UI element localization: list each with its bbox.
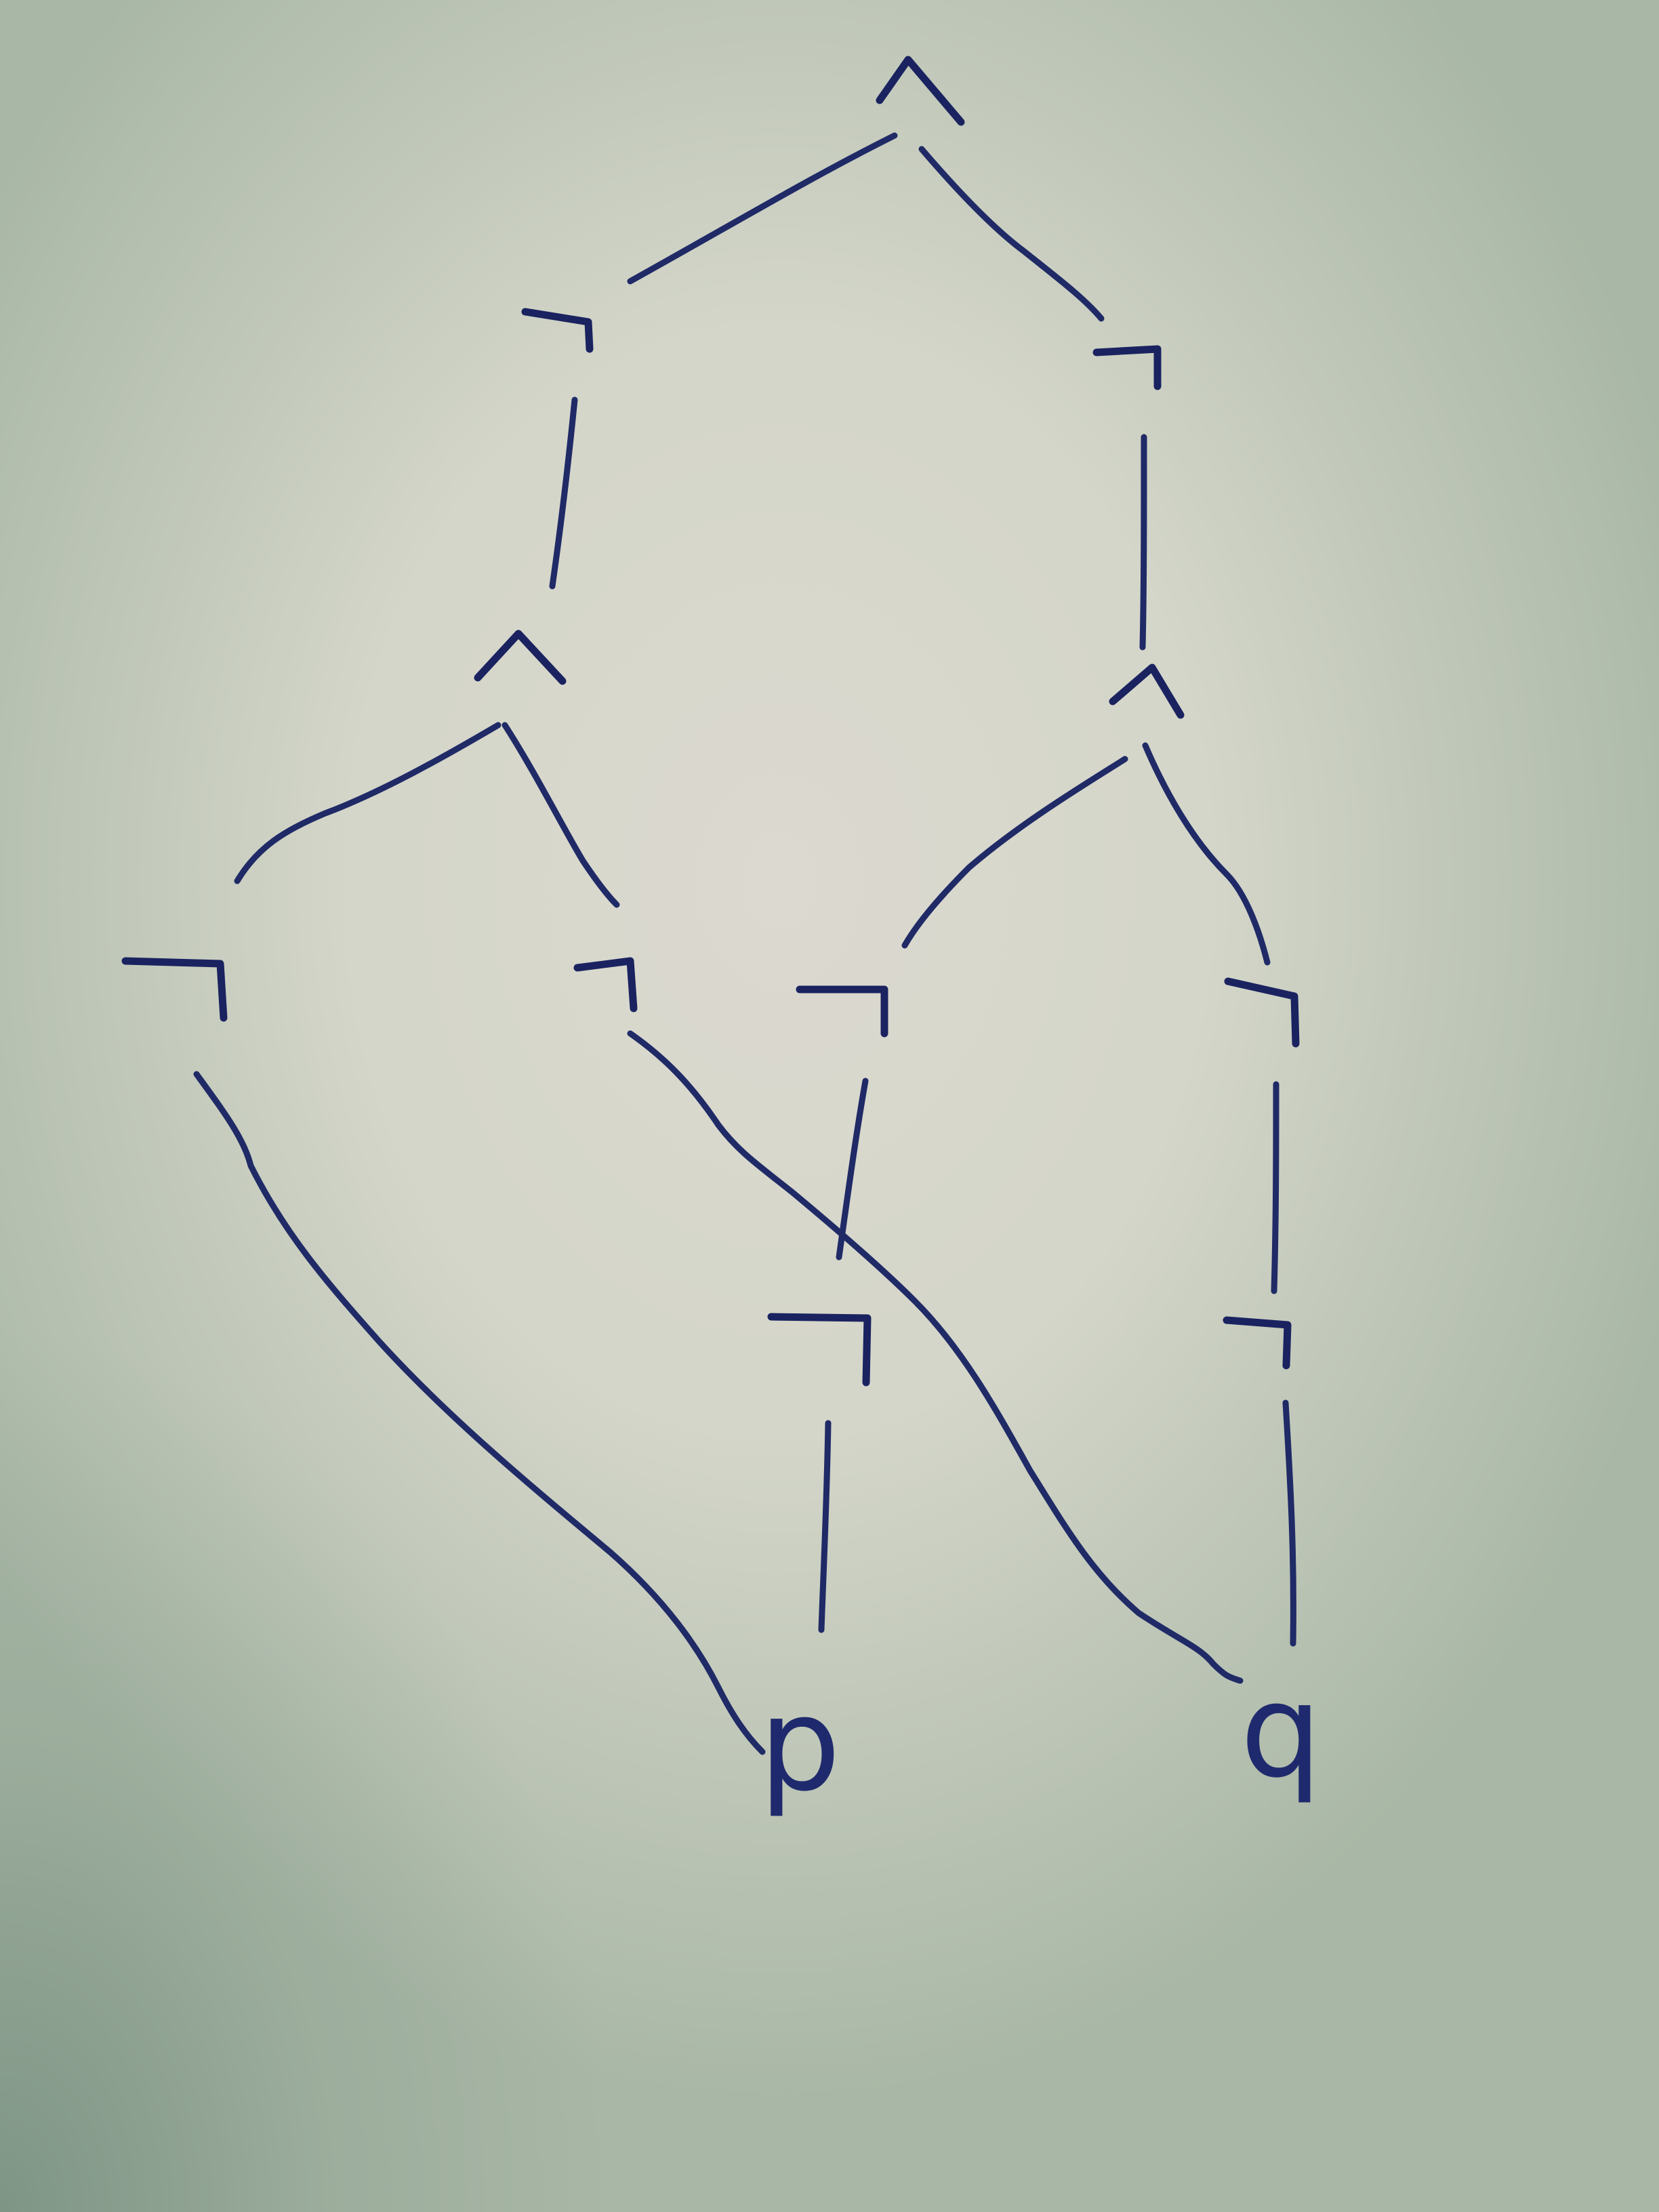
node-not-rr (1224, 977, 1300, 1048)
atom-q-label: q (1240, 1656, 1322, 1806)
edge-and-right-not-rl (901, 756, 1128, 949)
edge-not-lr-atom-q (627, 1030, 1244, 1684)
edge-not-left-and-left (549, 396, 578, 590)
edge-not-ll-atom-p (193, 1071, 766, 1755)
edge-not-rr-not-rr2 (1271, 1081, 1279, 1294)
node-not-ll (121, 957, 228, 1022)
edge-not-rl-not-rl2 (836, 1078, 869, 1261)
node-not-lr (573, 957, 638, 1012)
edge-not-right-and-right (1139, 434, 1147, 651)
edge-and-root-not-right (918, 146, 1105, 322)
edge-not-rl2-atom-p (818, 1420, 832, 1633)
edge-and-left-not-ll (234, 722, 501, 884)
atom-p-label: p (759, 1670, 841, 1820)
node-and-root (876, 56, 965, 126)
node-not-rl2 (767, 1313, 872, 1387)
edge-not-rr2-atom-q (1282, 1399, 1296, 1647)
edge-and-left-not-lr (501, 722, 620, 908)
node-not-right (1092, 345, 1162, 390)
edge-and-root-not-left (627, 132, 898, 285)
paper-shadow (0, 1220, 610, 2212)
node-not-left (521, 308, 594, 353)
node-and-left (474, 630, 567, 685)
node-and-right (1109, 663, 1185, 719)
node-not-rl (796, 985, 888, 1038)
edge-and-right-not-rr (1142, 742, 1271, 966)
node-not-rr2 (1223, 1316, 1292, 1370)
